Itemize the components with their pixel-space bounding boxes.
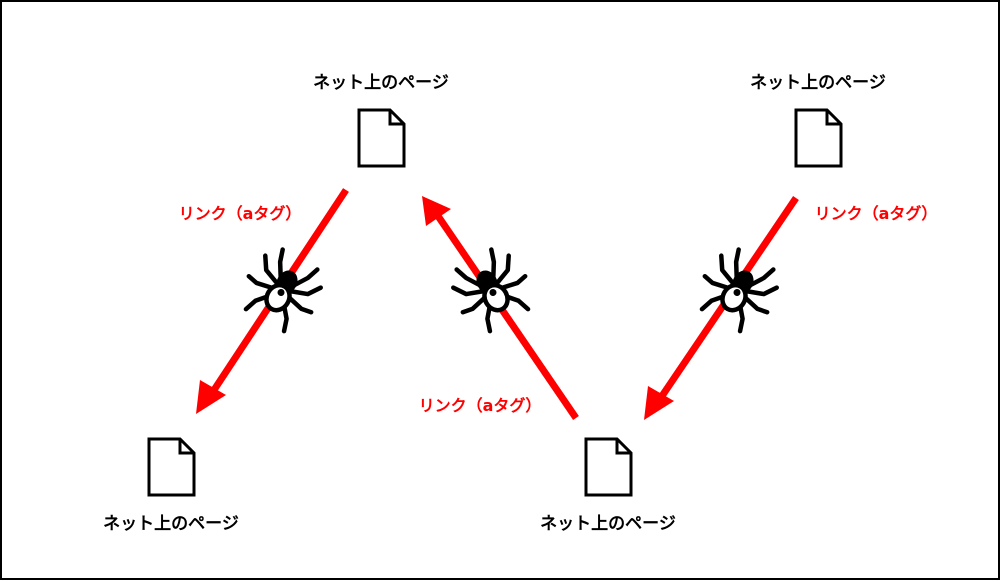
link-label: リンク（aタグ）	[419, 396, 542, 415]
page-label: ネット上のページ	[103, 514, 239, 534]
link-label: リンク（aタグ）	[815, 204, 938, 223]
spider-icon	[443, 242, 540, 339]
spider-icon	[234, 242, 331, 339]
page-label: ネット上のページ	[540, 514, 676, 534]
link-label: リンク（aタグ）	[179, 204, 302, 223]
page-label: ネット上のページ	[750, 73, 886, 93]
document-icon	[147, 437, 196, 497]
link-arrow	[644, 196, 799, 420]
page-label: ネット上のページ	[313, 73, 449, 93]
spider-icon	[690, 242, 787, 339]
document-icon	[584, 437, 633, 497]
document-icon	[357, 108, 406, 168]
document-icon	[794, 108, 843, 168]
link-arrow	[422, 196, 579, 420]
